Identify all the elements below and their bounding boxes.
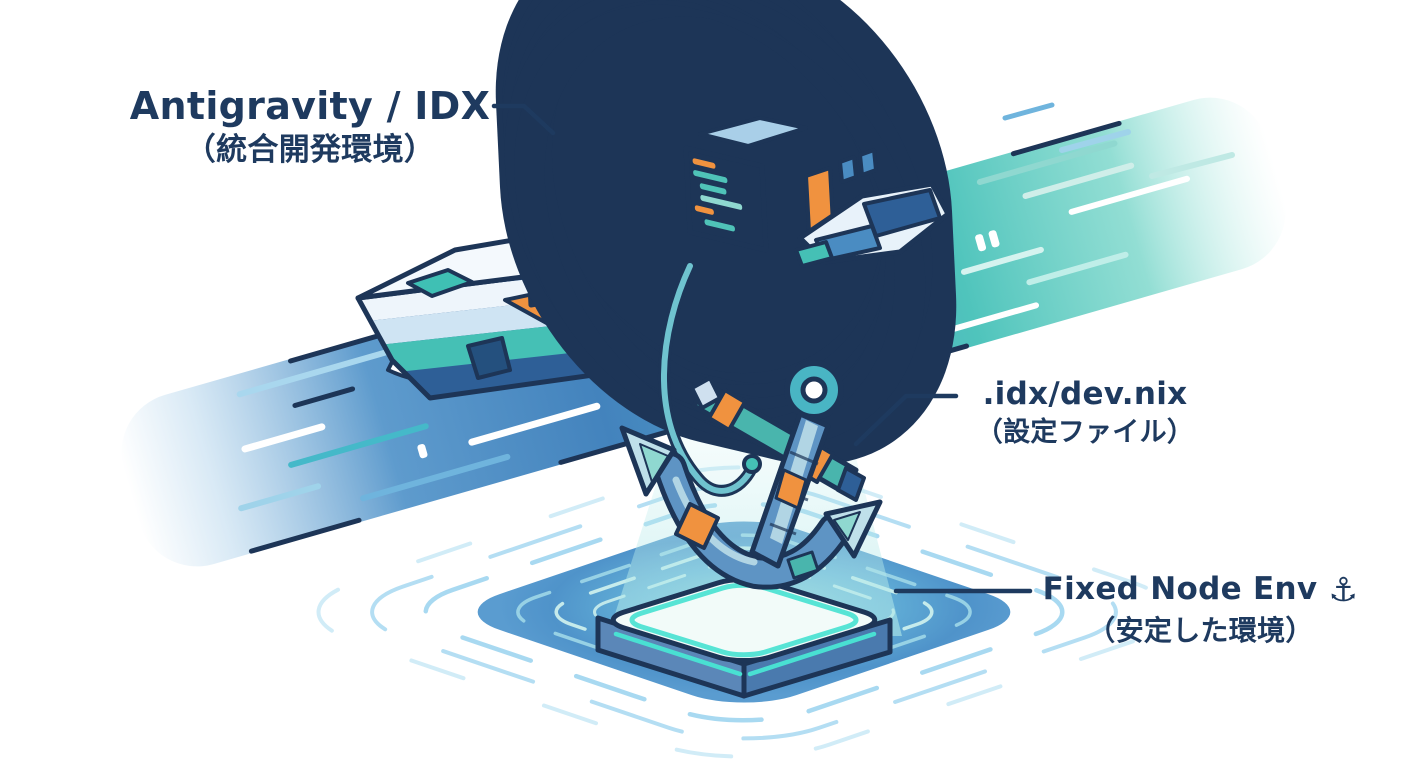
env-label: Fixed Node Env bbox=[1042, 571, 1318, 607]
anchor-illustration bbox=[619, 360, 883, 590]
config-sublabel: （設定ファイル） bbox=[975, 416, 1195, 448]
callout-config: .idx/dev.nix （設定ファイル） bbox=[935, 376, 1235, 448]
hull-hawse bbox=[466, 336, 512, 380]
anchor-icon: ⚓ bbox=[1328, 570, 1359, 609]
env-sublabel: （安定した環境） bbox=[1087, 613, 1314, 647]
platform-icon bbox=[595, 575, 893, 699]
ide-label: Antigravity / IDX bbox=[129, 84, 491, 128]
trail-tail-dashes bbox=[1002, 102, 1235, 179]
ide-sublabel: （統合開発環境） bbox=[184, 131, 436, 168]
connector-ide bbox=[491, 103, 556, 136]
callout-ide: Antigravity / IDX （統合開発環境） bbox=[120, 84, 500, 168]
ship-icon bbox=[355, 0, 957, 465]
callout-env: Fixed Node Env ⚓ （安定した環境） bbox=[1018, 570, 1383, 647]
foredeck-hatch bbox=[406, 268, 474, 298]
stern bbox=[794, 181, 951, 268]
anchor-rope bbox=[658, 260, 758, 497]
cabin bbox=[495, 0, 957, 465]
config-label: .idx/dev.nix bbox=[982, 376, 1188, 412]
connector-config bbox=[853, 393, 959, 447]
